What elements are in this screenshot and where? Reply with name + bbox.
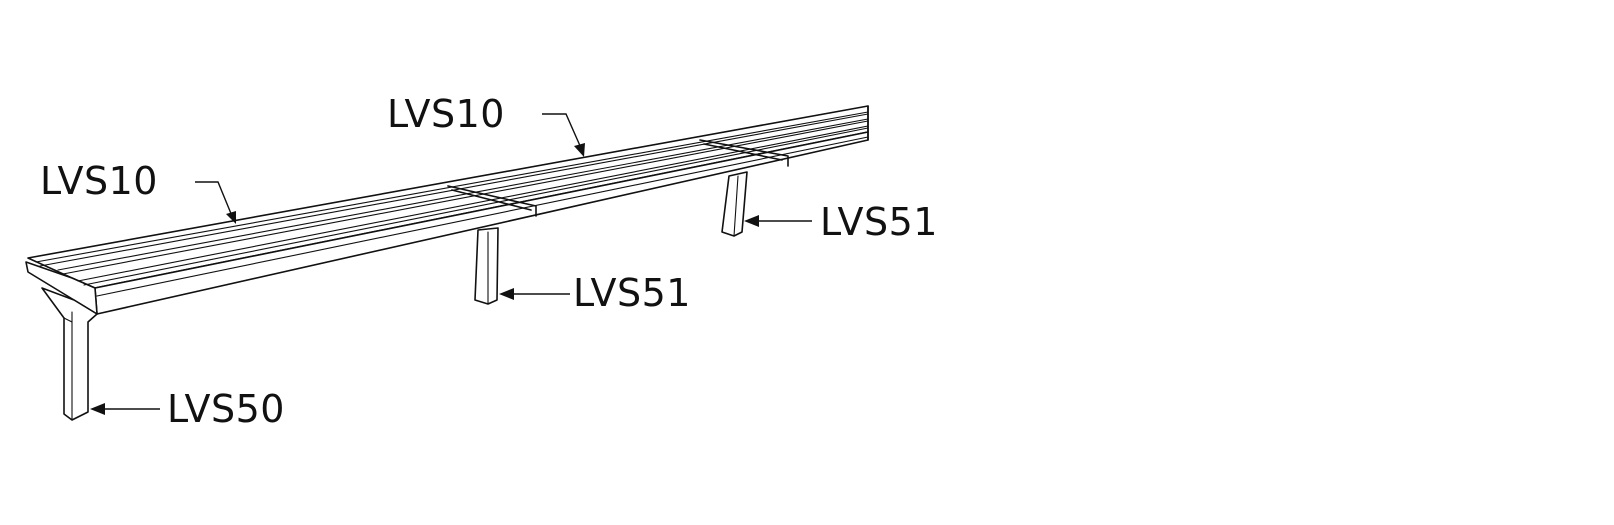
- callout-labels: LVS10 LVS10 LVS51 LVS51 LVS50: [40, 92, 938, 431]
- end-leg-body: [41, 287, 98, 421]
- arrow-seat-middle: [574, 143, 585, 157]
- callout-leg-middle: LVS51: [573, 271, 691, 315]
- callout-leg-right: LVS51: [820, 200, 938, 244]
- arrow-seat-left: [226, 211, 236, 224]
- right-leg: [721, 171, 748, 237]
- seat-joint-middle: [447, 185, 537, 217]
- callout-seat-left: LVS10: [40, 159, 158, 203]
- leader-seat-left: [195, 181, 233, 217]
- middle-leg-body: [474, 227, 499, 305]
- callout-seat-middle: LVS10: [387, 92, 505, 136]
- right-leg-body: [721, 171, 748, 237]
- end-leg: [41, 287, 98, 421]
- seat-joint-right: [699, 139, 789, 167]
- middle-leg: [474, 227, 499, 305]
- callout-leg-end: LVS50: [167, 387, 285, 431]
- leader-lines: [90, 113, 812, 415]
- leader-seat-middle: [542, 113, 582, 149]
- arrow-leg-right: [744, 215, 759, 227]
- arrow-leg-end: [90, 403, 105, 415]
- arrow-leg-middle: [499, 288, 514, 300]
- bench-seat: [25, 105, 869, 315]
